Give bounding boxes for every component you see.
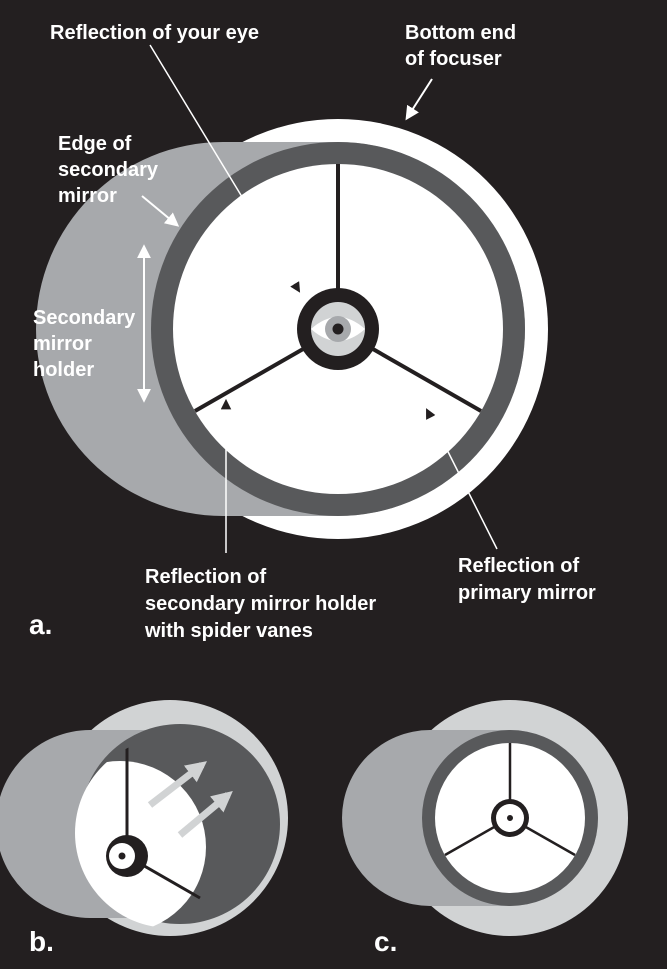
label-bottom-focuser-2: of focuser xyxy=(405,48,502,70)
pointer-eye xyxy=(149,44,301,293)
pointer-primary-reflection xyxy=(426,408,498,550)
label-holder-reflection-3: with spider vanes xyxy=(144,620,313,642)
label-primary-reflection-2: primary mirror xyxy=(458,582,596,604)
label-edge-secondary-1: Edge of xyxy=(58,133,132,155)
panel-label-b: b. xyxy=(29,926,54,957)
panel-label-c: c. xyxy=(374,926,397,957)
label-secondary-holder-3: holder xyxy=(33,359,94,381)
label-holder-reflection-1: Reflection of xyxy=(145,566,266,588)
pointer-focuser xyxy=(405,78,433,121)
panel-a: Reflection of your eye Bottom end of foc… xyxy=(29,22,596,642)
label-secondary-holder-2: mirror xyxy=(33,333,92,355)
label-primary-reflection-1: Reflection of xyxy=(458,555,579,577)
panel-b: b. xyxy=(0,700,288,957)
label-reflection-eye: Reflection of your eye xyxy=(50,22,259,44)
misalignment-arrow-1 xyxy=(147,761,207,808)
label-secondary-holder-1: Secondary xyxy=(33,307,136,329)
label-edge-secondary-3: mirror xyxy=(58,185,117,207)
label-holder-reflection-2: secondary mirror holder xyxy=(145,593,376,615)
label-bottom-focuser-1: Bottom end xyxy=(405,22,516,44)
panel-c: c. xyxy=(342,700,628,957)
panel-label-a: a. xyxy=(29,609,52,640)
misalignment-arrow-2 xyxy=(177,790,233,838)
pointer-edge-secondary xyxy=(141,195,180,227)
label-edge-secondary-2: secondary xyxy=(58,159,159,181)
